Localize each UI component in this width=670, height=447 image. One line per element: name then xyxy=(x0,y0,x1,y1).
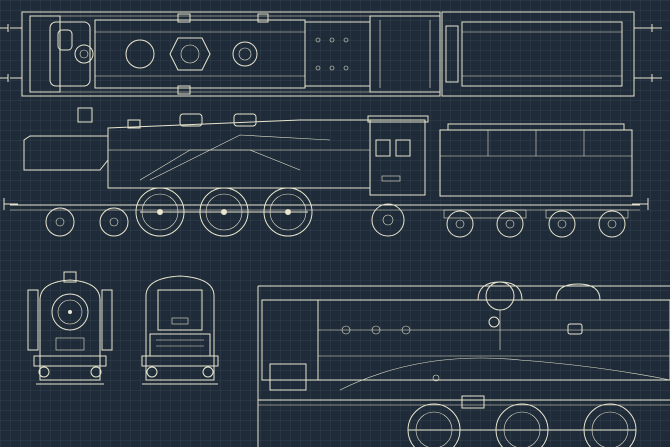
top-view-front-buffers xyxy=(0,24,22,82)
top-view-rear-buffers xyxy=(634,24,662,82)
front-view-body xyxy=(39,279,101,381)
side-view-cab-window-1 xyxy=(375,139,391,157)
side-view-cab xyxy=(369,119,426,196)
detail-view-dome-2 xyxy=(555,283,601,301)
rear-view-tender-back xyxy=(157,289,203,331)
front-view xyxy=(27,271,113,385)
detail-view-boiler xyxy=(317,299,670,381)
front-view-right-deflector xyxy=(101,289,113,351)
detail-view-smokebox xyxy=(261,299,319,381)
front-view-left-buffer xyxy=(38,366,50,378)
detail-view-wheels xyxy=(407,395,637,447)
side-view-cab-window-2 xyxy=(395,139,411,157)
top-view-dome-1 xyxy=(125,39,155,69)
top-view-locomotive-outline xyxy=(21,11,441,97)
detail-view-pipe xyxy=(339,357,670,391)
front-view-left-deflector xyxy=(27,289,39,351)
side-view-chimney xyxy=(77,107,93,123)
side-view-dome-2 xyxy=(233,113,257,127)
rear-view xyxy=(141,275,219,385)
rear-view-tender-tank xyxy=(149,333,211,357)
detail-view-dome-1 xyxy=(477,281,523,301)
rear-view-left-buffer xyxy=(146,366,158,378)
side-view xyxy=(3,107,649,238)
top-view-smokebox xyxy=(49,21,91,87)
top-view-front-deck xyxy=(29,15,61,93)
side-view-smoke-deflector xyxy=(23,135,109,171)
top-view-chimney xyxy=(74,44,94,64)
side-view-tender-wheels xyxy=(443,209,629,238)
detail-view-rivets xyxy=(341,325,440,382)
front-view-smokebox-door xyxy=(51,293,89,331)
side-view-dome-1 xyxy=(179,113,203,127)
front-view-buffer-beam xyxy=(33,355,107,367)
top-view-tender-coal-space xyxy=(461,21,623,87)
top-view-tender xyxy=(441,11,635,97)
top-view-cab-roof xyxy=(369,15,441,93)
top-view-dome-2 xyxy=(169,37,211,71)
front-view-right-buffer xyxy=(90,366,102,378)
detail-view xyxy=(257,281,670,447)
side-view-driving-wheels xyxy=(135,187,313,237)
top-view-dome-3 xyxy=(232,41,258,67)
top-view xyxy=(0,11,662,97)
front-view-chimney xyxy=(63,271,77,283)
side-view-leading-wheels xyxy=(45,207,129,237)
rear-view-right-buffer xyxy=(202,366,214,378)
side-view-trailing-wheel xyxy=(371,203,405,237)
side-view-boiler xyxy=(107,119,371,189)
rear-view-body xyxy=(145,275,215,381)
top-view-cab xyxy=(304,21,371,87)
rear-view-buffer-beam xyxy=(141,355,219,367)
